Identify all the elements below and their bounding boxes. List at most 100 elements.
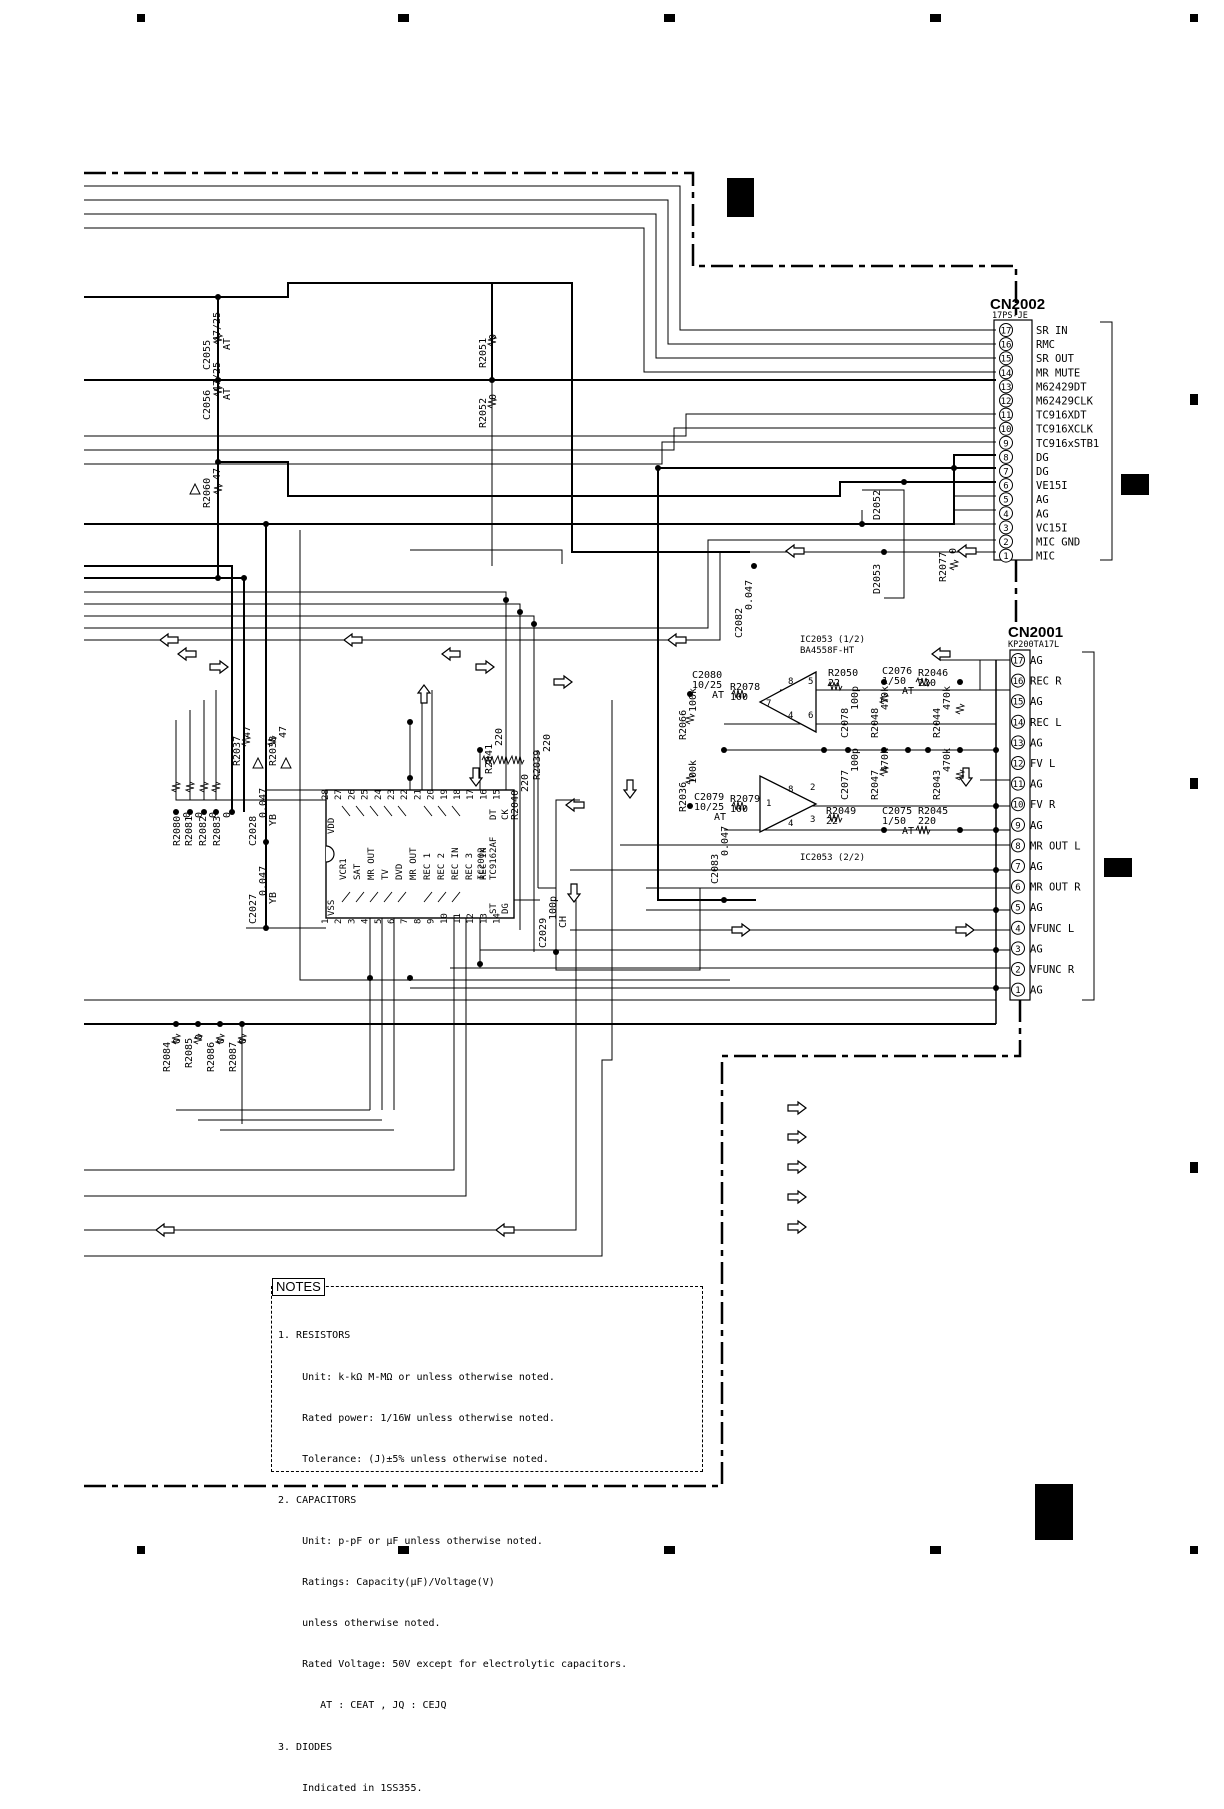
cn2001-pin-number: 10 xyxy=(1013,801,1024,811)
r2060-value: 47 xyxy=(212,468,223,480)
cn2002-pin-circle xyxy=(999,534,1013,549)
ic2002-vdd: VDD xyxy=(327,818,337,834)
junction-dots xyxy=(173,294,999,1027)
c2028-ref: C2028 xyxy=(248,816,259,846)
cn2001-pin-circle xyxy=(1011,714,1025,729)
notes-title: NOTES xyxy=(272,1278,325,1296)
cn2002-pin-number: 5 xyxy=(1003,496,1008,506)
notes-body: 1. RESISTORS Unit: k-kΩ M-MΩ or unless o… xyxy=(278,1302,702,1809)
cn2002-pin-circle xyxy=(999,478,1013,493)
cn2001-pin-circle xyxy=(1011,859,1025,873)
c2080-value: 10/25 xyxy=(692,680,722,691)
r2036-value: 100k xyxy=(688,760,699,784)
r2052-value: 0 xyxy=(488,394,499,400)
r2083-value: 0 xyxy=(222,812,233,818)
cn2001-pin-circle xyxy=(1011,838,1025,853)
cn2001-pin-label: VFUNC L xyxy=(1030,923,1074,935)
d2053-ref: D2053 xyxy=(872,564,883,594)
r2082-value: 0 xyxy=(208,812,219,818)
cn2001-pin-circle xyxy=(1011,920,1025,935)
ic2002-pin-number: 26 xyxy=(347,789,357,800)
cn2002-pin-label: M62429DT xyxy=(1036,381,1087,393)
r2047-value: 470k xyxy=(880,748,891,772)
c2075-value: 1/50 xyxy=(882,816,906,827)
ic2002-function-label: DVD xyxy=(395,864,405,880)
ic2002-pin-number: 17 xyxy=(466,789,476,800)
note-line: AT : CEAT , JQ : CEJQ xyxy=(278,1700,447,1712)
r2037-value: 47 xyxy=(242,726,253,738)
c2082-value: 0.047 xyxy=(744,580,755,610)
r2048-ref: R2048 xyxy=(870,708,881,738)
resistor-symbols xyxy=(170,333,966,1045)
cn2002-pin-circle xyxy=(999,351,1013,366)
ic2002-pin-number: 4 xyxy=(361,919,371,924)
ic2002-ck: CK xyxy=(501,809,511,820)
cn2002-pin-label: MIC GND xyxy=(1036,537,1080,549)
note-line: 1. RESISTORS xyxy=(278,1330,351,1342)
cn2002-pin-label: SR IN xyxy=(1036,325,1068,337)
ic2002-function-label: TV xyxy=(381,869,391,880)
cn2001-pin-circle xyxy=(1011,900,1025,915)
c2077-ref: C2077 xyxy=(840,770,851,800)
cn2001-pin-label: AG xyxy=(1030,985,1043,997)
ic2002-pin-number: 22 xyxy=(400,789,410,800)
cn2002-pin-circle xyxy=(999,492,1013,507)
cn2002-pin-number: 13 xyxy=(1001,383,1012,393)
cn2001-part: KP200TA17L xyxy=(1008,640,1059,650)
cn2002-pin-label: RMC xyxy=(1036,339,1055,351)
ic2002-function-label: SAT xyxy=(353,863,363,880)
cn2002-pin-label: DG xyxy=(1036,452,1049,464)
ic2002-pin-number: 2 xyxy=(334,919,344,924)
cn2002-pin-circle xyxy=(999,393,1013,408)
ic2002-pin-number: 18 xyxy=(453,789,463,800)
cn2002-pin-circle xyxy=(999,520,1013,535)
r2086-ref: R2086 xyxy=(206,1042,217,1072)
svg-text:8: 8 xyxy=(788,785,793,795)
c2083-ref: C2083 xyxy=(710,854,721,884)
ic2002-pin-number: 8 xyxy=(413,919,423,924)
ic2002-pin-number: 6 xyxy=(387,919,397,924)
ic2002-name: IC2002 xyxy=(477,847,487,880)
cn2002-pin-number: 3 xyxy=(1003,524,1008,534)
c2076-value: 1/50 xyxy=(882,676,906,687)
ic2002-function-label: MR OUT xyxy=(367,847,377,880)
cn2002-pin-number: 15 xyxy=(1001,355,1012,365)
note-line: Unit: p-pF or μF unless otherwise noted. xyxy=(278,1535,543,1547)
cn2002-pin-circle xyxy=(999,464,1013,478)
cn2002-pin-label: M62429CLK xyxy=(1036,396,1094,408)
c2056-value: 47/25 xyxy=(212,362,223,392)
r2041-ref: R2041 xyxy=(484,744,495,774)
r2084-ref: R2084 xyxy=(162,1042,173,1072)
r2037-ref: R2037 xyxy=(232,736,243,766)
cn2002-pin-label: TC916xSTB1 xyxy=(1036,438,1099,450)
c2028-value: 0.047 xyxy=(258,788,269,818)
svg-text:6: 6 xyxy=(808,711,813,721)
r2038-ref: R2038 xyxy=(268,736,279,766)
ic2002-function-label: REC IN xyxy=(479,847,489,880)
cn2001-pin-label: AG xyxy=(1030,737,1043,749)
cn2001-pin-label: FV R xyxy=(1030,799,1056,811)
cn2001-pin-label: VFUNC R xyxy=(1030,964,1075,976)
c2029-ref: C2029 xyxy=(538,918,549,948)
cn2001-pin-circle xyxy=(1011,735,1025,750)
ic2002-function-label: REC 2 xyxy=(437,853,447,880)
r2080-value: 0 xyxy=(182,812,193,818)
cn2001-pin-circle xyxy=(1011,673,1025,688)
cn2002-pin-number: 16 xyxy=(1001,341,1012,351)
cn2002-pin-label: AG xyxy=(1036,508,1049,520)
cn2001-pin-label: AG xyxy=(1030,861,1043,873)
ic2002-dt: DT xyxy=(489,809,499,820)
r2060-ref: R2060 xyxy=(202,478,213,508)
cn2002-part: 17PS-JE xyxy=(992,311,1028,321)
r2066-value: 100k xyxy=(688,688,699,712)
cn2002-pin-circle xyxy=(999,421,1013,436)
component-labels: C205547/25ATC205647/25ATR206047R20510R20… xyxy=(162,312,959,1072)
cn2001-pin-number: 8 xyxy=(1015,842,1020,852)
r2045-value: 220 xyxy=(918,816,936,827)
cn2001-pin-number: 13 xyxy=(1013,739,1024,749)
cn2002-pin-circle xyxy=(999,323,1013,337)
